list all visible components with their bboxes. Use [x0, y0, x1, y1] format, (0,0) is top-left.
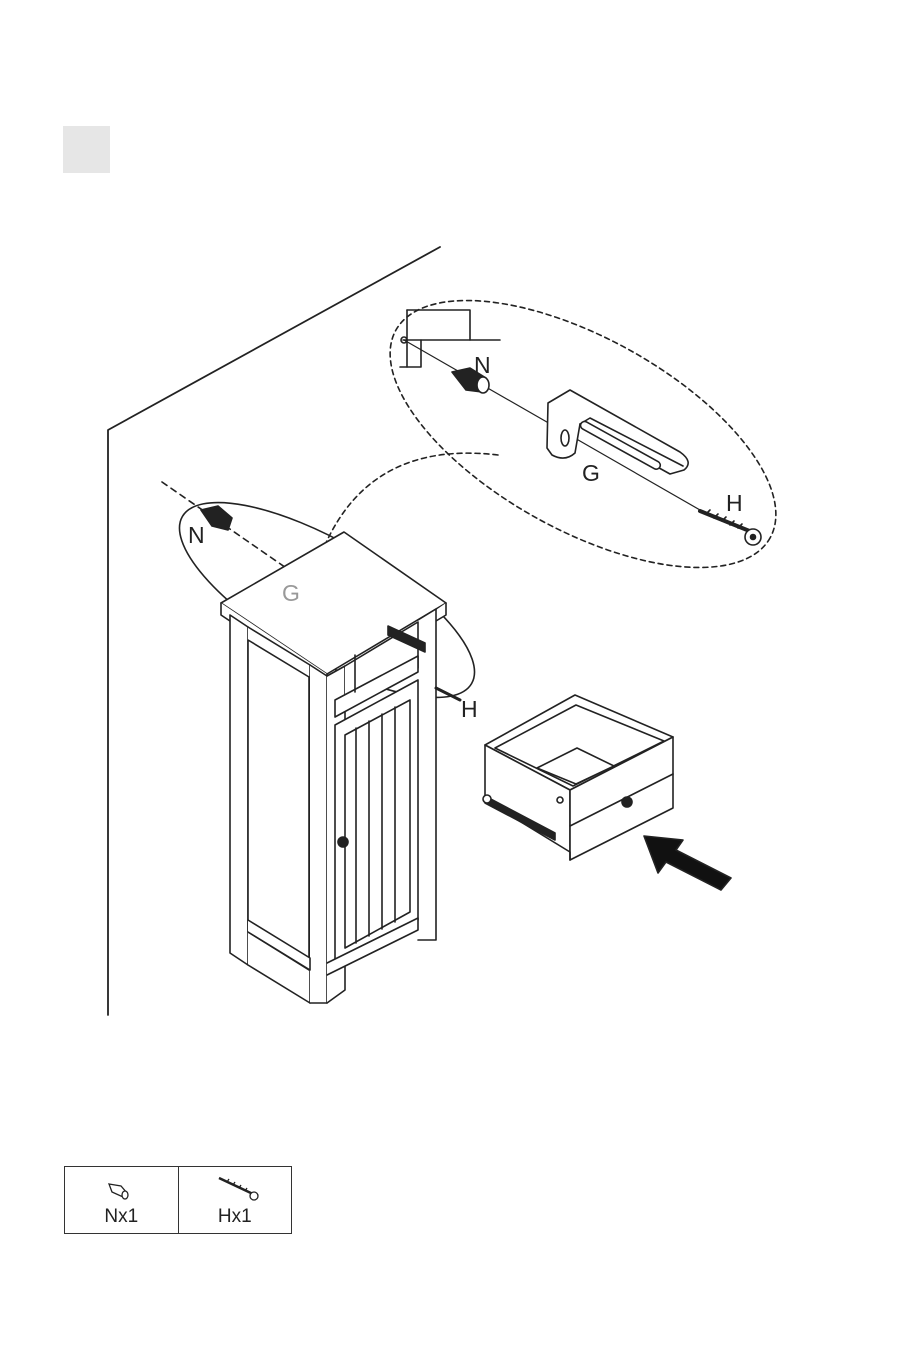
part-label: Hx1 [179, 1206, 292, 1228]
callout-left-g: G [282, 580, 300, 606]
callout-left-h: H [461, 696, 478, 722]
bracket-detail [547, 390, 688, 474]
callout-top-n: N [474, 352, 491, 378]
cabinet [221, 532, 460, 1003]
part-label: Nx1 [65, 1206, 178, 1228]
screw-icon [179, 1173, 293, 1203]
part-item-screw: Hx1 [178, 1167, 292, 1233]
detail-connector-arc [325, 453, 498, 545]
callout-left-n: N [188, 522, 205, 548]
wall-plug-icon [65, 1173, 179, 1203]
parts-list: Nx1 Hx1 [64, 1166, 292, 1234]
callout-top-h: H [726, 490, 743, 516]
detail-ellipse-top [349, 246, 816, 621]
part-item-wall-plug: Nx1 [65, 1167, 178, 1233]
insert-direction-arrow [644, 836, 731, 890]
callout-top-g: G [582, 460, 600, 486]
